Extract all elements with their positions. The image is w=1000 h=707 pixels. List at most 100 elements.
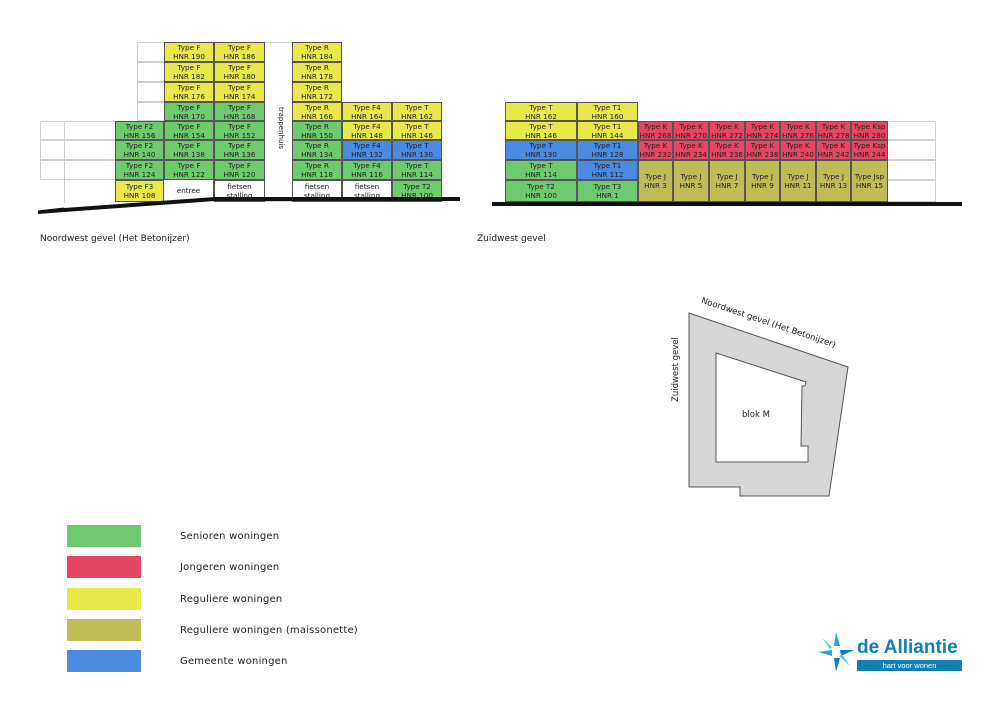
ghost-grid	[888, 140, 936, 160]
legend-label: Reguliere woningen (maissonette)	[180, 624, 358, 636]
legend-label: Senioren woningen	[180, 530, 280, 542]
entree-cell: entree	[164, 180, 214, 200]
legend-swatch	[67, 650, 141, 672]
elevation-caption: Zuidwest gevel	[477, 234, 546, 244]
ghost-grid	[888, 160, 936, 180]
site-label-zuidwest: Zuidwest gevel	[671, 337, 681, 402]
ghost-grid	[64, 121, 65, 203]
legend-label: Jongeren woningen	[180, 561, 280, 573]
ground-line	[37, 197, 460, 214]
legend-item: Reguliere woningen	[67, 588, 282, 610]
ghost-grid	[888, 180, 936, 202]
legend-label: Reguliere woningen	[180, 593, 283, 605]
ghost-grid	[137, 102, 164, 121]
ghost-grid	[137, 62, 164, 82]
legend-swatch	[67, 619, 141, 641]
ground-line	[492, 202, 962, 206]
logo-mark-icon	[818, 632, 854, 672]
legend-item: Senioren woningen	[67, 525, 279, 547]
logo-name: de Alliantie	[857, 637, 958, 658]
ghost-grid	[40, 121, 115, 140]
ghost-grid	[40, 160, 115, 180]
legend-label: Gemeente woningen	[180, 655, 288, 667]
legend-swatch	[67, 556, 141, 578]
legend-item: Gemeente woningen	[67, 650, 288, 672]
block-label: blok M	[742, 410, 770, 420]
legend-item: Reguliere woningen (maissonette)	[67, 619, 358, 641]
ghost-grid	[137, 42, 164, 62]
legend-item: Jongeren woningen	[67, 556, 279, 578]
ghost-grid	[137, 82, 164, 102]
elevation-caption: Noordwest gevel (Het Betonijzer)	[40, 234, 190, 244]
logo-tagline: hart voor wonen	[857, 660, 962, 671]
ghost-grid	[40, 140, 115, 160]
